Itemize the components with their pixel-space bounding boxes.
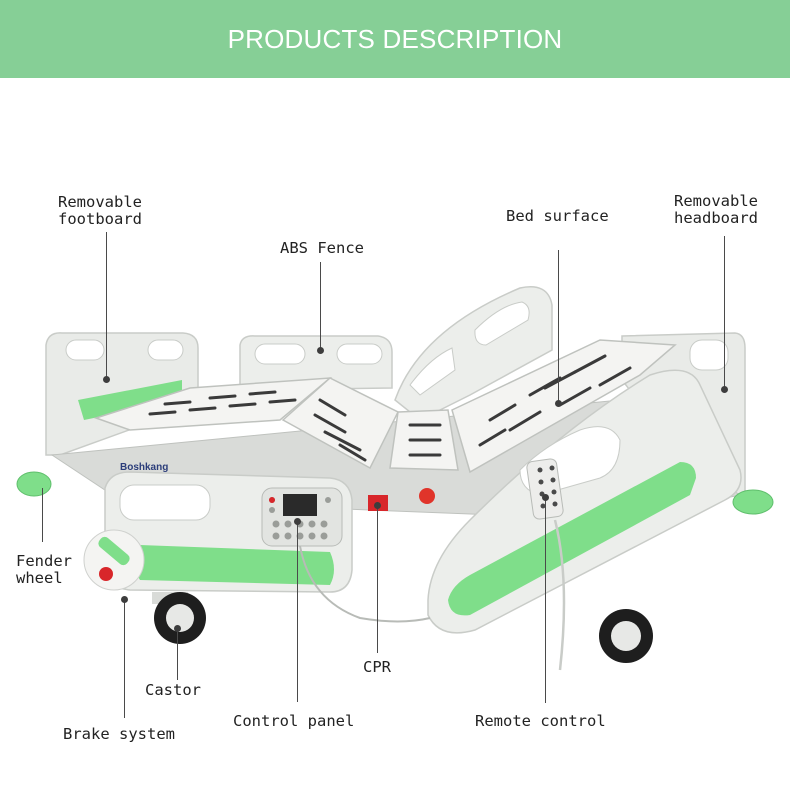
- abs-fence-back: [239, 335, 393, 391]
- bed-surface: [93, 339, 677, 474]
- label-remote-control: Remote control: [475, 712, 606, 730]
- brand-mark: Boshkang: [120, 462, 168, 473]
- fender-wheel-right: [732, 489, 774, 515]
- leader-line: [377, 505, 378, 653]
- leader-line: [124, 600, 125, 718]
- fender-wheel-inset: [83, 529, 145, 591]
- remote-control-device: [526, 458, 566, 671]
- leader-dot: [542, 494, 549, 501]
- leader-line: [545, 498, 546, 703]
- leader-dot: [374, 502, 381, 509]
- label-abs-fence: ABS Fence: [280, 239, 364, 257]
- label-brake-system: Brake system: [63, 725, 175, 743]
- leader-line: [297, 522, 298, 702]
- leader-line: [320, 262, 321, 350]
- castor-rear: [599, 609, 653, 663]
- control-panel-device: [261, 487, 431, 623]
- label-removable-footboard: Removable footboard: [58, 193, 142, 228]
- abs-fence-raised: [394, 286, 553, 421]
- leader-line: [558, 250, 559, 402]
- label-fender-wheel: Fender wheel: [16, 552, 72, 587]
- leader-line: [42, 488, 43, 542]
- leader-dot: [103, 376, 110, 383]
- label-bed-surface: Bed surface: [506, 207, 609, 225]
- leader-dot: [294, 518, 301, 525]
- label-control-panel: Control panel: [233, 712, 355, 730]
- fender-wheel-left: [16, 471, 52, 497]
- label-cpr: CPR: [363, 658, 391, 676]
- header-banner: PRODUCTS DESCRIPTION: [0, 0, 790, 78]
- leader-dot: [721, 386, 728, 393]
- castor-front: [152, 592, 206, 644]
- leader-dot: [174, 625, 181, 632]
- label-removable-headboard: Removable headboard: [674, 192, 758, 227]
- footboard: [45, 332, 199, 456]
- label-castor: Castor: [145, 681, 201, 699]
- leader-dot: [317, 347, 324, 354]
- cpr-knob: [419, 488, 435, 504]
- leader-line: [106, 232, 107, 380]
- leader-line: [724, 236, 725, 390]
- leader-dot: [555, 400, 562, 407]
- leader-line: [177, 630, 178, 680]
- abs-fence-head: [427, 369, 742, 634]
- leader-dot: [121, 596, 128, 603]
- banner-title: PRODUCTS DESCRIPTION: [227, 23, 563, 54]
